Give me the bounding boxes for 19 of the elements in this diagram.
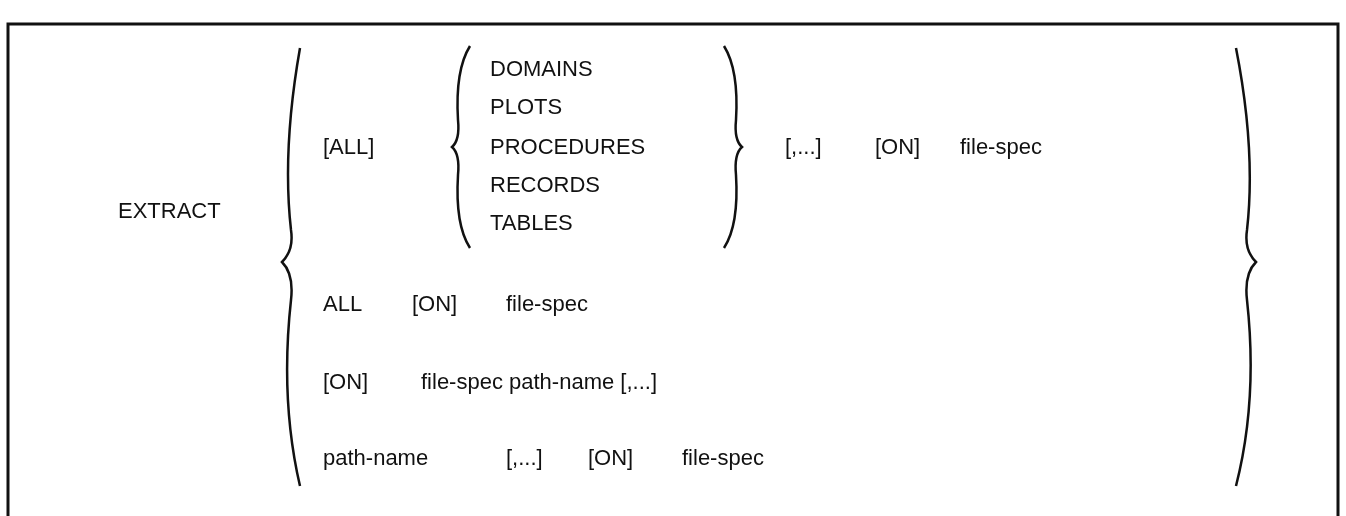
syntax-keyword: EXTRACT <box>118 198 221 224</box>
syntax-keyword: [,...] <box>506 445 543 471</box>
syntax-keyword: [ON] <box>323 369 369 395</box>
syntax-keyword: path-name <box>323 445 429 471</box>
syntax-keyword: RECORDS <box>490 172 600 198</box>
syntax-keyword: PROCEDURES <box>490 134 646 160</box>
syntax-keyword: [ALL] <box>323 134 375 160</box>
syntax-keyword: [,...] <box>785 134 822 160</box>
syntax-keyword: ALL <box>323 291 363 317</box>
syntax-keyword: file-spec <box>960 134 1042 160</box>
syntax-keyword: file-spec <box>506 291 588 317</box>
syntax-keyword: DOMAINS <box>490 56 593 82</box>
syntax-keyword: file-spec <box>682 445 764 471</box>
syntax-keyword: [ON] <box>412 291 458 317</box>
syntax-keyword: TABLES <box>490 210 573 236</box>
syntax-keyword: PLOTS <box>490 94 563 120</box>
syntax-keyword: [ON] <box>588 445 634 471</box>
syntax-keyword: file-spec path-name [,...] <box>421 369 657 395</box>
syntax-keyword: [ON] <box>875 134 921 160</box>
